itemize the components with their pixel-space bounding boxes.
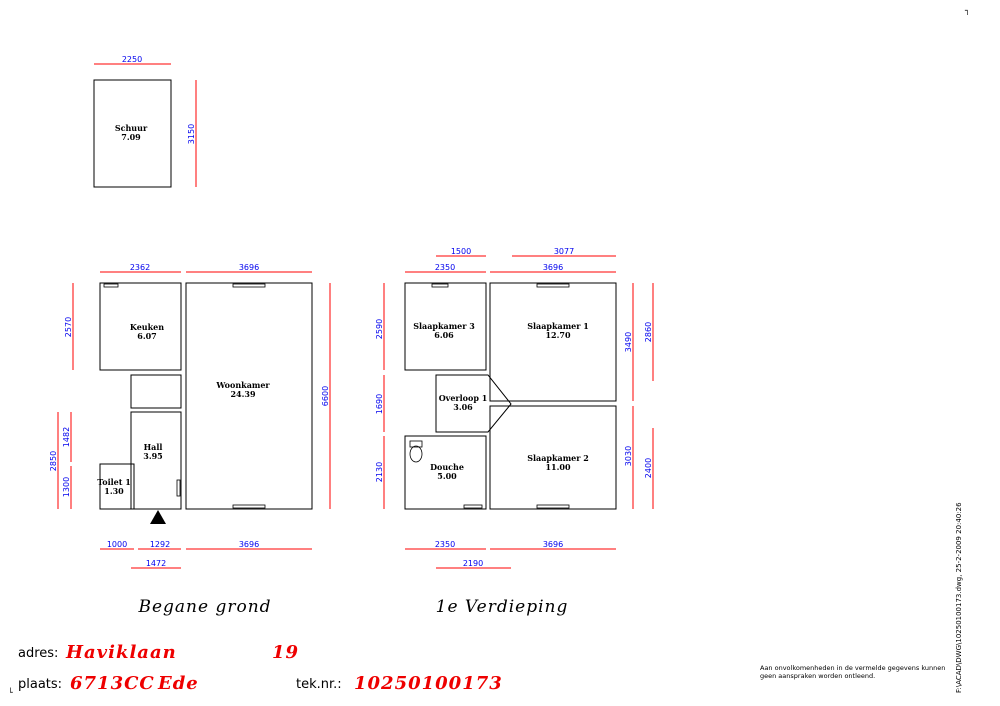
dim-v-left-mid: 1690 xyxy=(375,394,384,414)
room-area-slaapkamer2: 11.00 xyxy=(545,462,570,472)
slaapkamer2-window xyxy=(536,504,570,509)
room-area-schuur: 7.09 xyxy=(121,132,141,142)
corner-mark-bottom-left: └ xyxy=(8,688,13,697)
first-floor-plan: Slaapkamer 3 6.06 Slaapkamer 1 12.70 Ove… xyxy=(375,247,654,617)
dim-bg-top-left: 2362 xyxy=(130,263,150,272)
room-name-woonkamer: Woonkamer xyxy=(215,380,270,390)
dim-bg-left-total: 2850 xyxy=(49,451,58,471)
woonkamer-window-bottom xyxy=(232,504,266,509)
address-street: Haviklaan xyxy=(66,642,177,663)
toilet-tank-icon xyxy=(409,440,423,448)
keuken-window xyxy=(103,283,119,288)
dim-bg-bottom-sub: 1472 xyxy=(146,559,166,568)
schuur-plan: Schuur 7.09 2250 3150 xyxy=(93,55,197,188)
postcode: 6713CC xyxy=(70,673,155,694)
hall-door-mark xyxy=(176,479,181,497)
dim-v-right-c: 3030 xyxy=(624,446,633,466)
room-area-toilet: 1.30 xyxy=(104,486,124,496)
slaapkamer3-window xyxy=(431,283,449,288)
douche-window xyxy=(463,504,483,509)
dim-bg-bottom-right: 3696 xyxy=(239,540,259,549)
hall-wall xyxy=(130,411,182,510)
room-area-woonkamer: 24.39 xyxy=(230,389,255,399)
dim-schuur-height: 3150 xyxy=(187,124,196,144)
room-name-schuur: Schuur xyxy=(115,123,148,133)
dim-bg-bottom-toilet: 1000 xyxy=(107,540,127,549)
dim-bg-left-hall: 1482 xyxy=(62,427,71,447)
storage-wall xyxy=(130,374,182,409)
dim-v-top-right: 3696 xyxy=(543,263,563,272)
room-area-keuken: 6.07 xyxy=(137,331,156,341)
dim-v-top-b: 3077 xyxy=(554,247,574,256)
room-area-slaapkamer1: 12.70 xyxy=(545,330,570,340)
keuken-wall xyxy=(99,282,182,371)
woonkamer-wall xyxy=(185,282,313,510)
overloop-wall xyxy=(435,374,512,433)
room-name-slaapkamer1: Slaapkamer 1 xyxy=(527,321,589,331)
dim-v-bottom-left: 2350 xyxy=(435,540,455,549)
room-area-overloop: 3.06 xyxy=(453,402,473,412)
dim-v-bottom-right: 3696 xyxy=(543,540,563,549)
room-name-keuken: Keuken xyxy=(130,322,164,332)
file-path: F:\ACAD\DWG\10250100173.dwg, 25-2-2009 2… xyxy=(955,502,963,693)
slaapkamer1-window xyxy=(536,283,570,288)
corner-mark-top-right: ┐ xyxy=(965,6,970,15)
city: Ede xyxy=(158,673,199,694)
room-name-slaapkamer2: Slaapkamer 2 xyxy=(527,453,589,463)
toilet-bowl-icon xyxy=(409,445,423,463)
douche-wall xyxy=(404,435,487,510)
dim-bg-bottom-hall: 1292 xyxy=(150,540,170,549)
room-area-hall: 3.95 xyxy=(143,451,162,461)
dim-bg-left-toilet: 1300 xyxy=(62,477,71,497)
floor-title-first: 1e Verdieping xyxy=(436,597,569,617)
slaapkamer1-wall xyxy=(489,282,617,402)
woonkamer-window-top xyxy=(232,283,266,288)
dim-v-bottom-sub: 2190 xyxy=(463,559,483,568)
dim-bg-right: 6600 xyxy=(321,386,330,406)
dim-v-top-a: 1500 xyxy=(451,247,471,256)
dim-v-right-a: 3490 xyxy=(624,332,633,352)
room-name-toilet: Toilet 1 xyxy=(97,477,131,487)
room-name-hall: Hall xyxy=(144,442,163,452)
drawing-number: 10250100173 xyxy=(354,673,503,694)
entrance-arrow xyxy=(150,510,166,524)
slaapkamer2-wall xyxy=(489,405,617,510)
slaapkamer3-wall xyxy=(404,282,487,371)
dim-v-left-bottom: 2130 xyxy=(375,462,384,482)
room-area-douche: 5.00 xyxy=(437,471,457,481)
disclaimer-text: Aan onvolkomenheden in de vermelde gegev… xyxy=(760,664,946,680)
ground-floor-plan: Keuken 6.07 Woonkamer 24.39 Hall 3.95 To… xyxy=(49,263,331,617)
toilet-wall xyxy=(99,463,135,510)
dim-bg-left-keuken: 2570 xyxy=(64,317,73,337)
room-area-slaapkamer3: 6.06 xyxy=(434,330,454,340)
address-label: adres: xyxy=(18,646,59,661)
dim-bg-top-right: 3696 xyxy=(239,263,259,272)
schuur-wall xyxy=(93,79,172,188)
dim-v-left-top: 2590 xyxy=(375,319,384,339)
room-name-overloop: Overloop 1 xyxy=(439,393,488,403)
dim-schuur-width: 2250 xyxy=(122,55,142,64)
room-name-douche: Douche xyxy=(430,462,464,472)
dim-v-right-b: 2860 xyxy=(644,322,653,342)
floor-title-ground: Begane grond xyxy=(137,597,271,617)
dim-v-right-d: 2400 xyxy=(644,458,653,478)
drawing-number-label: tek.nr.: xyxy=(296,677,342,692)
city-label: plaats: xyxy=(18,677,63,692)
address-number: 19 xyxy=(272,642,300,663)
dim-v-top-left: 2350 xyxy=(435,263,455,272)
room-name-slaapkamer3: Slaapkamer 3 xyxy=(413,321,475,331)
